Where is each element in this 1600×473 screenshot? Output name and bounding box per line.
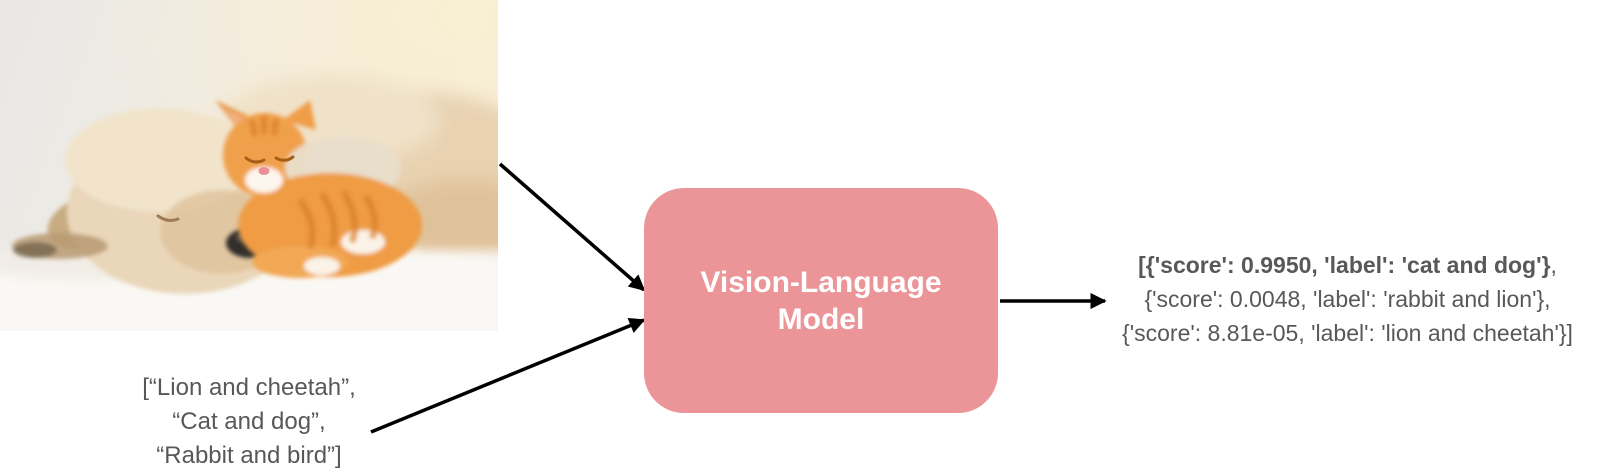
output-text: [{'score': 0.9950, 'label': 'cat and dog…: [1095, 248, 1600, 350]
output-line-1-comma: ,: [1550, 252, 1557, 278]
vision-language-model-box: Vision-Language Model: [644, 188, 998, 413]
image-to-model-arrow: [498, 162, 646, 292]
pets-photo-illustration: [0, 0, 498, 331]
model-box-label-line1: Vision-Language: [700, 265, 942, 299]
output-line-2: {'score': 0.0048, 'label': 'rabbit and l…: [1144, 286, 1551, 312]
output-line-1: [{'score': 0.9950, 'label': 'cat and dog…: [1095, 248, 1600, 282]
candidate-labels-line: “Cat and dog”,: [172, 408, 326, 435]
output-top-score: [{'score': 0.9950, 'label': 'cat and dog…: [1138, 252, 1551, 278]
candidate-labels-line: “Rabbit and bird”]: [156, 442, 342, 469]
model-box-label-line2: Model: [777, 302, 865, 336]
input-image: [0, 0, 498, 331]
labels-to-model-arrow: [370, 318, 646, 434]
output-line-3: {'score': 8.81e-05, 'label': 'lion and c…: [1122, 320, 1573, 346]
candidate-labels-text: [“Lion and cheetah”, “Cat and dog”, “Rab…: [94, 371, 404, 473]
candidate-labels-line: [“Lion and cheetah”,: [142, 374, 356, 401]
